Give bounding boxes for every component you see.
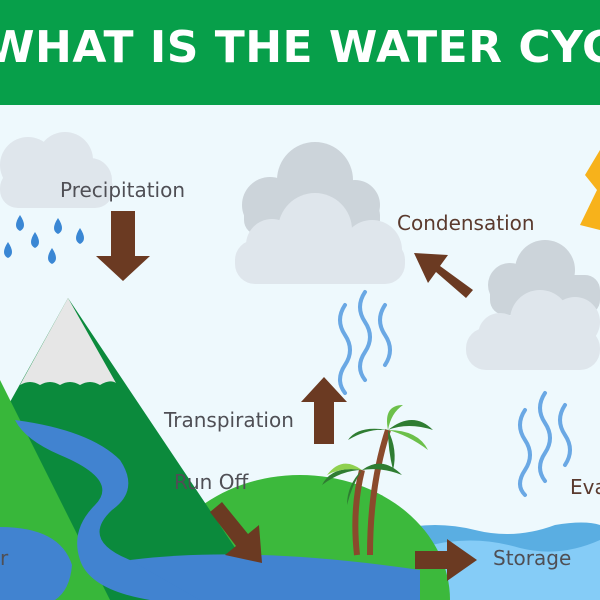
precipitation-arrow-icon <box>96 211 150 281</box>
river-lower <box>130 554 420 600</box>
palm-trees-icon <box>322 405 433 556</box>
river <box>15 420 390 600</box>
run-off-label: Run Off <box>174 470 249 494</box>
evaporation-label: Eva <box>570 475 600 499</box>
transpiration-vapor-icon <box>338 290 392 395</box>
transpiration-arrow-icon <box>301 377 347 444</box>
condensation-label: Condensation <box>397 211 535 235</box>
condensation-arrow-icon <box>414 253 473 298</box>
water-body-label: r <box>0 546 9 570</box>
page-title: WHAT IS THE WATER CYCLE <box>0 22 600 73</box>
snow-cap <box>20 298 116 385</box>
precipitation-label: Precipitation <box>60 178 186 202</box>
lake <box>0 527 72 600</box>
evaporation-vapor-icon <box>518 391 572 497</box>
title-banner: WHAT IS THE WATER CYCLE <box>0 0 600 105</box>
sun-icon <box>580 150 600 230</box>
rain-cloud-icon <box>0 132 113 208</box>
cloud-icon <box>235 142 405 284</box>
storage-label: Storage <box>493 546 572 570</box>
run-off-arrow-icon <box>210 502 262 563</box>
raindrops-icon <box>4 215 84 264</box>
transpiration-label: Transpiration <box>164 408 294 432</box>
cloud-right-icon <box>466 240 600 370</box>
storage-arrow-icon <box>415 539 477 581</box>
